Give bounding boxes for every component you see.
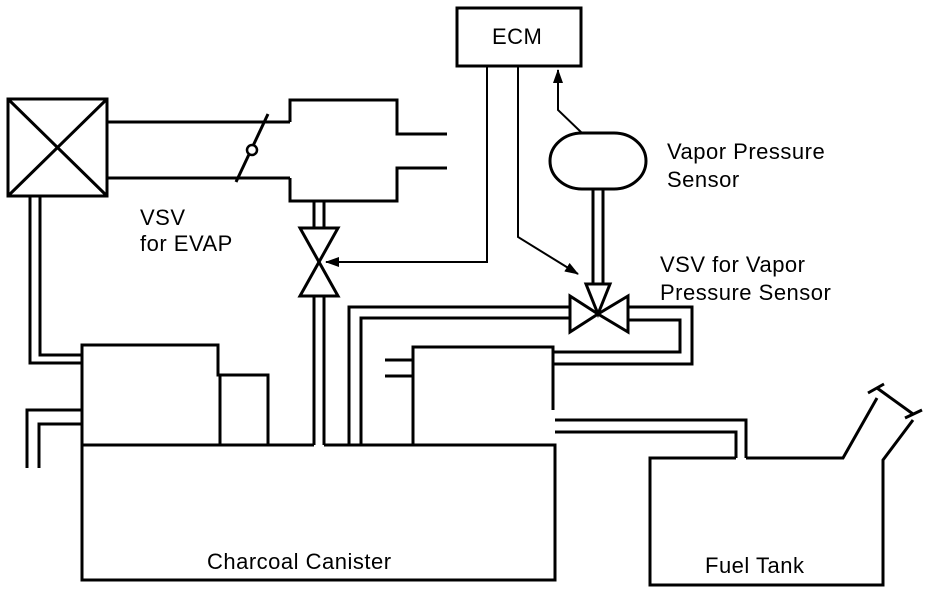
vsv-vapor-label-line1: VSV for Vapor (660, 252, 806, 277)
vapor-pressure-sensor-label-line2: Sensor (667, 167, 740, 192)
vapor-pressure-sensor (548, 131, 648, 191)
vsv-evap-label-line1: VSV (140, 205, 186, 230)
canister-top-fitting (80, 343, 270, 447)
air-inlet-pipe (28, 196, 82, 365)
air-cleaner (6, 97, 109, 198)
charcoal-canister-label: Charcoal Canister (207, 549, 392, 574)
canister-vent-pipe (25, 408, 82, 468)
canister-right-fitting (385, 345, 555, 445)
throttle-body (107, 98, 447, 203)
vsv-vapor-pressure (553, 282, 694, 366)
ecm-signal-lines (325, 66, 583, 275)
throttle-valve (234, 113, 270, 183)
ecm-label: ECM (492, 24, 543, 49)
fuel-tank-label: Fuel Tank (705, 553, 805, 578)
vsv-vapor-label-line2: Pressure Sensor (660, 280, 832, 305)
vsv-evap-label-line2: for EVAP (140, 231, 233, 256)
tank-vapor-line (347, 305, 570, 445)
vapor-pressure-sensor-label-line1: Vapor Pressure (667, 139, 826, 164)
canister-to-tank-line (555, 418, 748, 458)
fuel-tank (648, 382, 923, 587)
charcoal-canister (80, 443, 557, 582)
sensor-pipe (591, 190, 605, 284)
vsv-evap (297, 226, 341, 298)
purge-pipe (290, 201, 340, 447)
